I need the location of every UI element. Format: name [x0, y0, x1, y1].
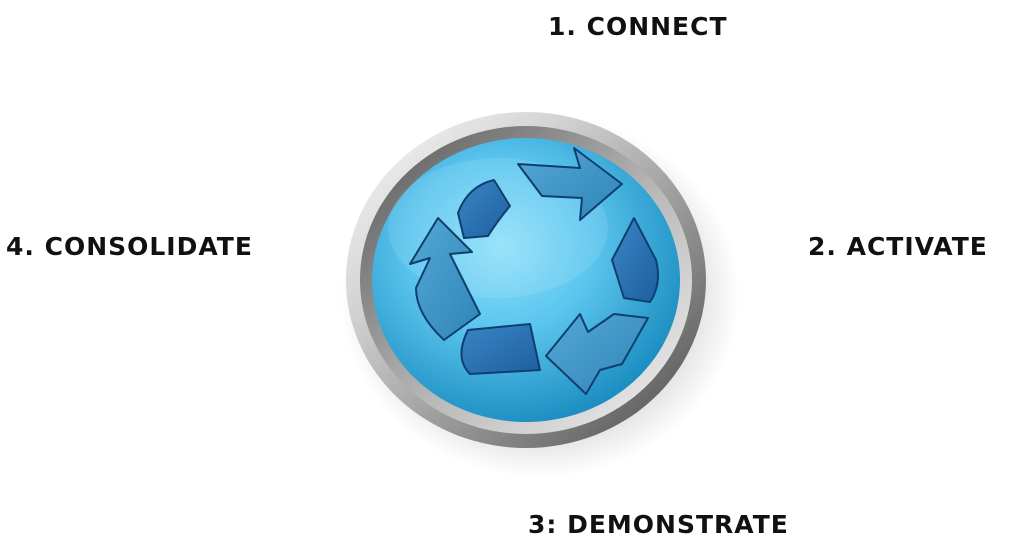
recycle-icon	[409, 147, 659, 395]
stage-label-demonstrate: 3: DEMONSTRATE	[528, 510, 789, 539]
recycle-arrow-head-left	[409, 217, 481, 341]
recycle-arrow-segment-top-left	[457, 179, 511, 239]
stage-label-connect: 1. CONNECT	[548, 12, 728, 41]
recycle-arrow-head-bottom-right	[545, 313, 649, 395]
recycle-arrow-head-top	[517, 147, 623, 221]
recycle-arrow-segment-bottom	[460, 323, 541, 375]
stage-label-activate: 2. ACTIVATE	[808, 232, 988, 261]
cycle-emblem	[340, 112, 738, 478]
recycle-arrow-segment-right	[611, 217, 659, 303]
stage-label-consolidate: 4. CONSOLIDATE	[6, 232, 253, 261]
